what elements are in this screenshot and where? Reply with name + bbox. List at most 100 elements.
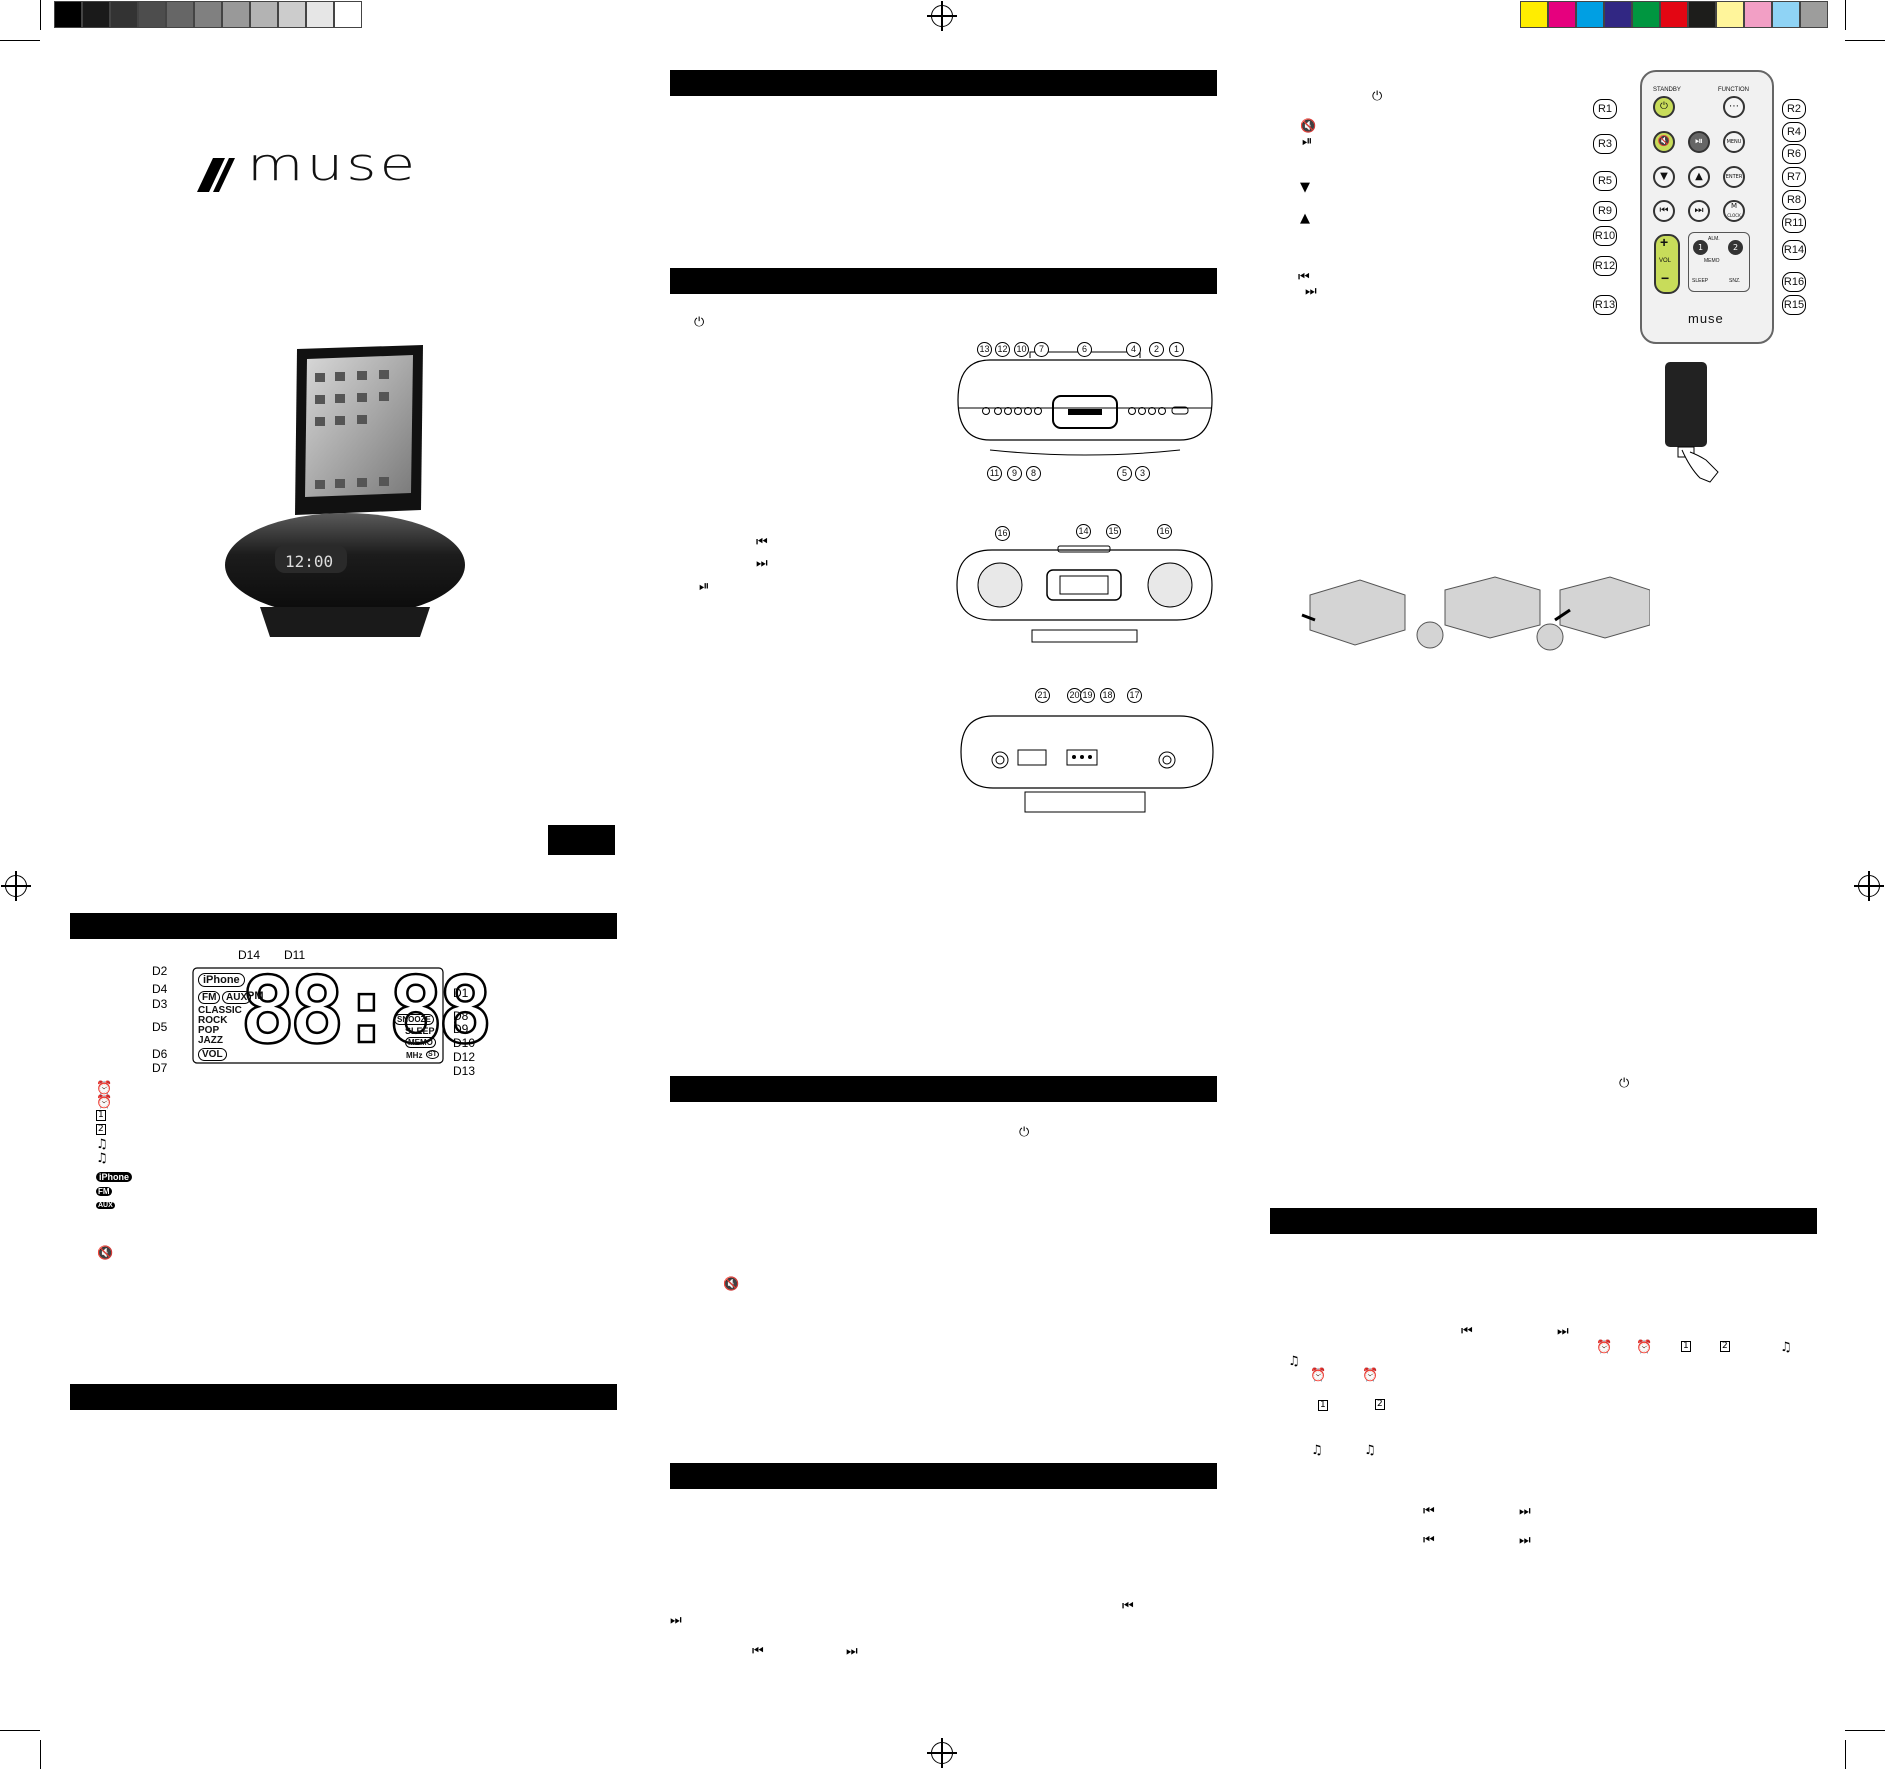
svg-text:12:00: 12:00	[285, 552, 333, 571]
product-photo: 12:00	[215, 345, 475, 645]
section-header-bar	[670, 1076, 1217, 1102]
prev-icon: ⏮	[756, 535, 768, 550]
legend-fm: FM	[96, 1187, 112, 1196]
registration-mark-icon	[1, 871, 31, 901]
section-header-bar	[70, 1384, 617, 1410]
alarm2-box-icon: 2	[1720, 1341, 1730, 1352]
alm-label: ALM.	[1708, 236, 1720, 242]
unit-front-callout: 16	[995, 526, 1010, 541]
volume-rocker[interactable]	[1654, 234, 1680, 294]
power-icon: ⏻	[1619, 1076, 1630, 1091]
prev-icon: ⏮	[752, 1644, 764, 1659]
alarm-panel	[1688, 232, 1750, 292]
callout-d3: D3	[152, 997, 168, 1011]
mute-button[interactable]: 🔇	[1653, 131, 1675, 153]
mute-icon: 🔇	[97, 1246, 114, 1261]
color-swatch	[1660, 1, 1688, 28]
lcd-vol: VOL	[198, 1048, 227, 1061]
snz-label: SNZ.	[1729, 278, 1741, 284]
next-icon: ⏭	[1519, 1504, 1531, 1519]
prev-icon: ⏮	[1461, 1324, 1473, 1339]
color-swatch	[1548, 1, 1576, 28]
unit-top-bottom-callout: 5	[1117, 466, 1132, 481]
function-button[interactable]: ⋯	[1723, 96, 1745, 118]
mute-icon: 🔇	[1300, 119, 1317, 134]
color-swatch	[334, 1, 362, 28]
alarm2-box-icon: 2	[96, 1124, 106, 1135]
crop-mark	[1845, 0, 1846, 30]
unit-back-callout: 18	[1100, 688, 1115, 703]
unit-top-callout: 6	[1077, 342, 1092, 357]
remote-callout-r1: R1	[1593, 99, 1617, 119]
alarm2-button[interactable]: 2	[1728, 240, 1743, 255]
callout-d6: D6	[152, 1047, 168, 1061]
next-button[interactable]: ⏭	[1688, 200, 1710, 222]
mute-icon: 🔇	[723, 1277, 740, 1292]
remote-function-label: FUNCTION	[1718, 87, 1749, 93]
play-pause-icon: ⏯	[1302, 134, 1313, 149]
down-button[interactable]: ▼	[1653, 166, 1675, 188]
remote-control-diagram: STANDBY FUNCTION ⏻ ⋯ 🔇 ⏯ MENU ▼ ▲ ENTER …	[1590, 68, 1820, 348]
lcd-aux: AUX	[222, 991, 252, 1004]
alarm2-icon: ⏰	[96, 1095, 113, 1110]
power-icon: ⏻	[1372, 89, 1383, 104]
standby-button[interactable]: ⏻	[1653, 96, 1675, 118]
lcd-snooze: SNOOZE	[394, 1014, 434, 1025]
callout-d12: D12	[453, 1050, 476, 1064]
alarm1-box-icon: 1	[1318, 1400, 1328, 1411]
unit-back-callout: 17	[1127, 688, 1142, 703]
remote-callout-r10: R10	[1593, 226, 1617, 246]
color-swatch	[54, 1, 82, 28]
callout-d9: D9	[453, 1022, 469, 1036]
next-icon: ⏭	[756, 556, 768, 571]
unit-top-callout: 7	[1034, 342, 1049, 357]
callout-d14: D14	[238, 948, 261, 962]
music2-icon: ♫	[1288, 1354, 1300, 1369]
callout-d5: D5	[152, 1020, 168, 1034]
music1-icon: ♫	[96, 1137, 108, 1152]
up-button[interactable]: ▲	[1688, 166, 1710, 188]
grayscale-color-bar	[54, 0, 364, 30]
color-swatch	[110, 1, 138, 28]
enter-button[interactable]: ENTER	[1723, 166, 1745, 188]
play-pause-button[interactable]: ⏯	[1688, 131, 1710, 153]
color-swatch	[1604, 1, 1632, 28]
legend-iphone: iPhone	[96, 1172, 133, 1182]
alarm2-icon: ⏰	[1636, 1340, 1653, 1355]
lcd-iphone: iPhone	[198, 973, 245, 987]
logo-text: muse	[247, 138, 419, 192]
lcd-pm: PM	[247, 990, 264, 1002]
menu-label: MENU	[1726, 139, 1742, 145]
callout-d7: D7	[152, 1061, 168, 1075]
color-swatch	[1520, 1, 1548, 28]
music2-icon: ♫	[96, 1151, 108, 1166]
up-arrow-icon: ▲	[1300, 211, 1310, 226]
battery-replacement-illustration	[1300, 575, 1651, 655]
color-swatch	[166, 1, 194, 28]
color-swatch	[306, 1, 334, 28]
color-swatch	[194, 1, 222, 28]
battery-tab-illustration	[1660, 360, 1730, 485]
crop-mark	[1845, 40, 1885, 41]
alarm1-icon: ⏰	[1310, 1368, 1327, 1383]
memo-label: MEMO	[1704, 258, 1720, 264]
next-icon: ⏭	[846, 1644, 858, 1659]
unit-back-callout: 21	[1035, 688, 1050, 703]
vol-plus: +	[1660, 234, 1669, 250]
unit-top-bottom-callout: 9	[1007, 466, 1022, 481]
callout-d4: D4	[152, 982, 168, 996]
alarm1-button[interactable]: 1	[1693, 240, 1708, 255]
lcd-classic: CLASSIC	[198, 1005, 242, 1016]
vol-minus: −	[1661, 270, 1670, 286]
remote-callout-r13: R13	[1593, 295, 1617, 315]
unit-top-callout: 1	[1169, 342, 1184, 357]
color-swatch	[222, 1, 250, 28]
prev-button[interactable]: ⏮	[1653, 200, 1675, 222]
power-icon: ⏻	[694, 315, 705, 330]
unit-front-callout: 14	[1076, 524, 1091, 539]
crop-mark	[0, 1730, 40, 1731]
menu-button[interactable]: MENU	[1723, 131, 1745, 153]
unit-top-bottom-callout: 11	[987, 466, 1002, 481]
alarm1-box-icon: 1	[1681, 1341, 1691, 1352]
